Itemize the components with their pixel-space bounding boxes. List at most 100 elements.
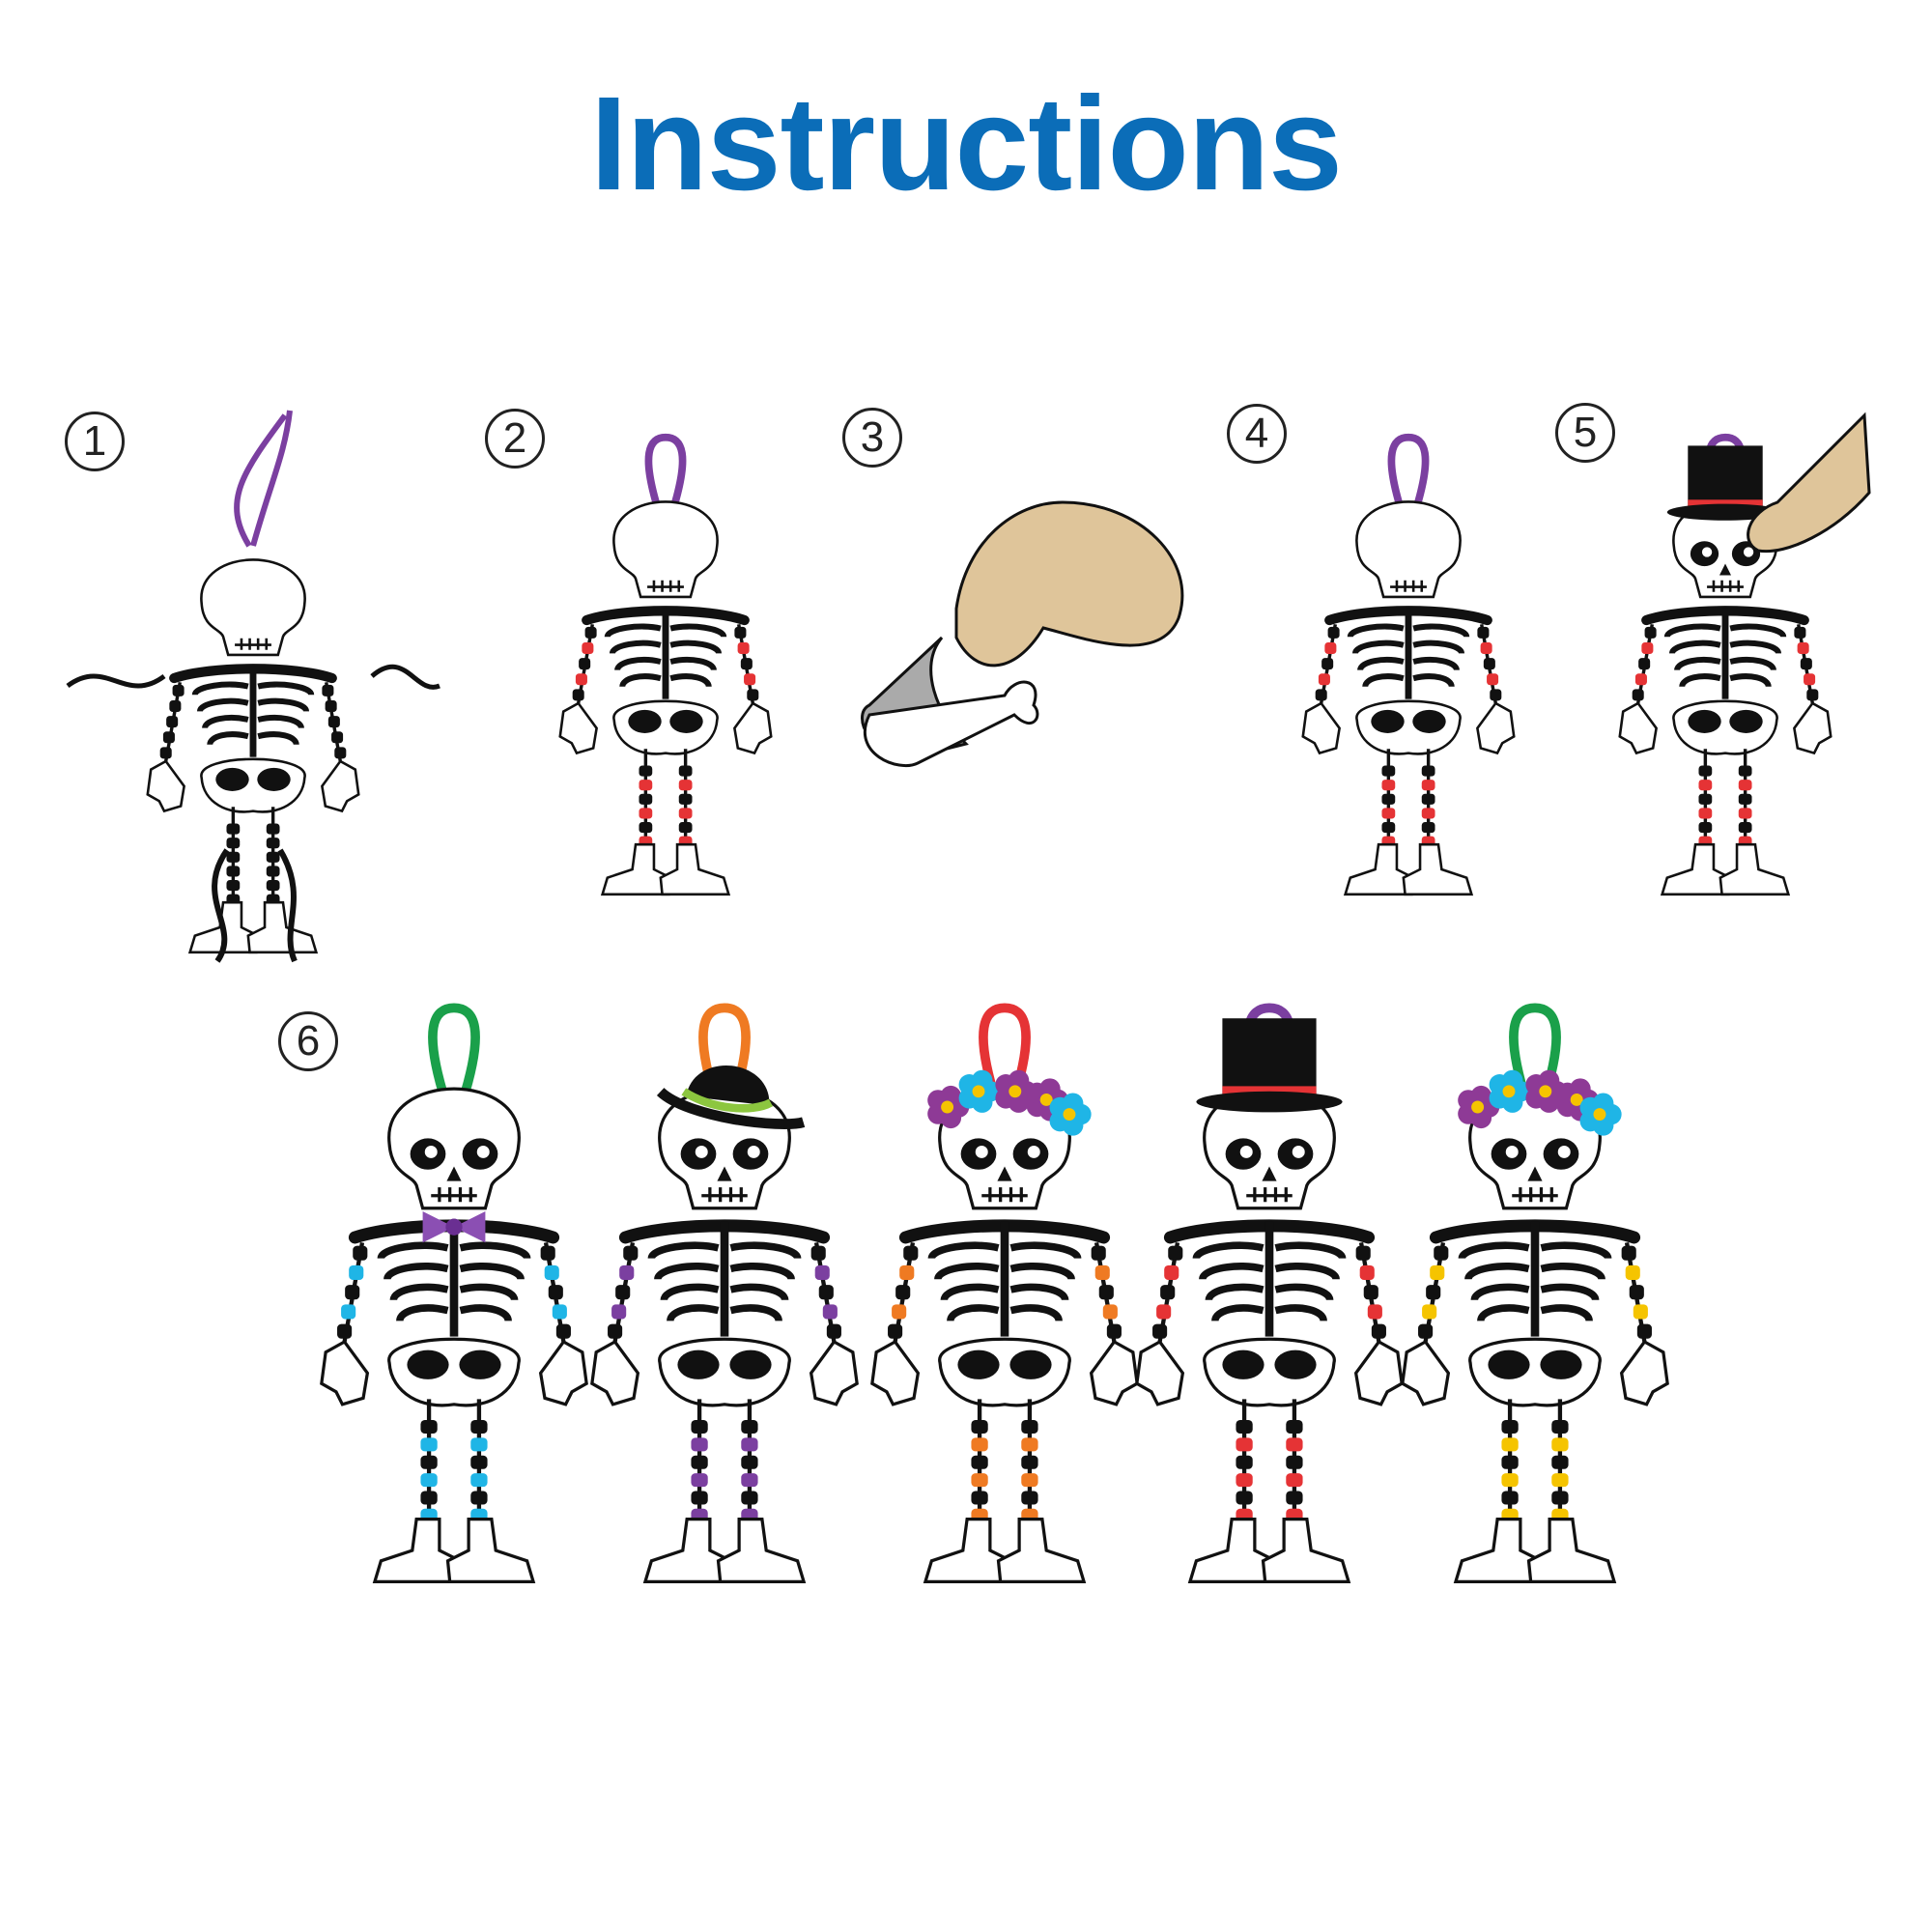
leg-bead: [1501, 1491, 1519, 1505]
leg-bead: [971, 1473, 988, 1488]
arm-bead: [1632, 689, 1644, 701]
leg-bead: [226, 866, 241, 877]
leg-bead: [1236, 1420, 1253, 1435]
arm-bead: [1797, 642, 1809, 655]
hat-brim: [1196, 1091, 1343, 1113]
foot: [600, 842, 672, 896]
leg-bead: [1381, 821, 1396, 834]
arm-bead: [826, 1323, 841, 1339]
rib: [1729, 639, 1782, 655]
arm-bead: [322, 684, 334, 696]
leg-bead: [1236, 1437, 1253, 1452]
leg-bead: [678, 808, 693, 819]
spine: [1530, 1221, 1540, 1337]
leg-bead: [266, 879, 280, 892]
pelvis: [1468, 1337, 1602, 1407]
arm-bead: [169, 700, 182, 713]
foot: [1453, 1517, 1544, 1584]
rib: [1009, 1241, 1082, 1260]
leg-bead: [1501, 1455, 1519, 1469]
flower-center: [972, 1085, 985, 1098]
leg-bead: [470, 1437, 488, 1452]
pelvis: [1672, 699, 1778, 755]
hand: [870, 1339, 921, 1406]
arm-bead: [341, 1304, 356, 1320]
arm-bead: [1156, 1304, 1172, 1320]
leg-bead: [1236, 1491, 1253, 1505]
step-2-number: 2: [485, 409, 545, 469]
spine: [1000, 1221, 1009, 1337]
pelvis-hole: [628, 709, 662, 733]
rib: [1729, 673, 1772, 688]
rib: [1274, 1304, 1327, 1322]
finger: [1747, 412, 1871, 554]
rib: [1729, 623, 1787, 639]
foot: [246, 900, 319, 954]
leg-bead: [1501, 1420, 1519, 1435]
leg-bead: [741, 1455, 758, 1469]
arm-bead: [555, 1323, 571, 1339]
rib: [729, 1263, 795, 1281]
pelvis-hole: [957, 1350, 1000, 1379]
arm-bead: [1430, 1264, 1445, 1281]
rib: [1540, 1263, 1605, 1281]
rib: [257, 681, 315, 696]
rib: [669, 656, 717, 671]
flower-center: [1539, 1085, 1552, 1098]
rib: [619, 673, 662, 688]
arm-bead: [172, 684, 185, 696]
left-eye-highlight: [1701, 547, 1713, 557]
arm-bead: [737, 642, 750, 655]
step-6-number: 6: [278, 1011, 338, 1071]
rib: [1211, 1304, 1264, 1322]
pelvis-hole: [729, 1350, 772, 1379]
left-eye-highlight: [424, 1145, 438, 1158]
leg-bead: [1738, 793, 1752, 805]
arm-bead: [1324, 642, 1337, 655]
leg-bead: [1381, 793, 1396, 805]
rib: [1009, 1263, 1075, 1281]
left-eye-highlight: [695, 1145, 708, 1158]
teeth: [1390, 580, 1427, 592]
top-hat: [1222, 1018, 1317, 1097]
rib: [1540, 1241, 1612, 1260]
rib: [1464, 1263, 1530, 1281]
hand: [1353, 1339, 1404, 1406]
leg-bead: [678, 765, 693, 777]
arm-bead: [734, 626, 747, 639]
leg-bead: [1381, 808, 1396, 819]
pelvis-hole: [459, 1350, 501, 1379]
foot: [1402, 842, 1474, 896]
rib: [669, 639, 723, 655]
teeth: [431, 1187, 477, 1203]
rib: [1663, 623, 1721, 639]
rib: [1009, 1304, 1063, 1322]
hand: [733, 701, 773, 755]
leg-bead: [226, 838, 241, 849]
arm-bead: [747, 689, 759, 701]
flower-center: [1570, 1093, 1583, 1106]
nose: [446, 1166, 462, 1181]
hand: [146, 759, 185, 813]
rib: [1412, 673, 1455, 688]
rib: [1668, 639, 1721, 655]
flower-center: [1502, 1085, 1516, 1098]
pelvis: [387, 1337, 521, 1407]
arm-bead: [572, 689, 584, 701]
rib: [1412, 639, 1465, 655]
hand: [1793, 701, 1833, 755]
leg-bead: [266, 851, 280, 863]
foot: [1660, 842, 1732, 896]
hand-illustration: [954, 500, 1184, 668]
arm-bead: [1418, 1323, 1434, 1339]
leg-bead: [1551, 1491, 1569, 1505]
rib: [1729, 656, 1776, 671]
rib: [927, 1241, 1000, 1260]
arm-bead: [903, 1245, 919, 1261]
arm-bead: [1315, 689, 1327, 701]
rib: [377, 1241, 449, 1260]
leg-bead: [470, 1420, 488, 1435]
skeleton: [1301, 433, 1516, 896]
spine: [249, 666, 257, 757]
arm-bead: [895, 1285, 911, 1300]
